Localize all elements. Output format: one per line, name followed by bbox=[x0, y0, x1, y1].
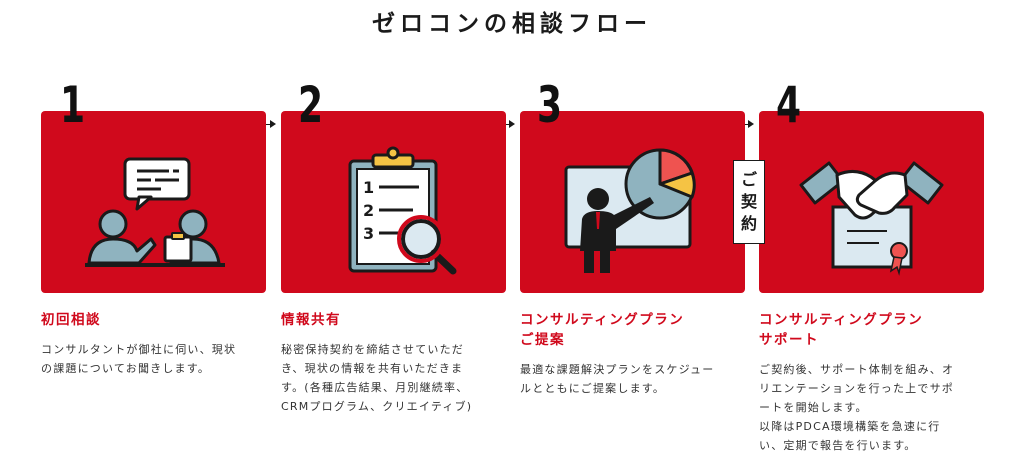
heading-line: サポート bbox=[759, 332, 819, 348]
desc-line: コンサルタントが御社に伺い、現状 bbox=[41, 343, 237, 356]
step-heading-4: コンサルティングプラン サポート bbox=[759, 310, 923, 350]
desc-line: ートを開始します。 bbox=[759, 401, 868, 414]
handshake-certificate-icon bbox=[799, 161, 944, 276]
step-card-1 bbox=[41, 111, 266, 293]
arrow-right-icon bbox=[509, 120, 515, 128]
step-number-4: 4 bbox=[776, 76, 802, 134]
contract-char: ご bbox=[740, 170, 757, 189]
step-number-3: 3 bbox=[537, 76, 563, 134]
desc-line: す。(各種広告結果、月別継続率、 bbox=[281, 381, 469, 394]
desc-line: 秘密保持契約を締結させていただ bbox=[281, 343, 464, 356]
step-heading-3: コンサルティングプラン ご提案 bbox=[520, 310, 684, 350]
svg-text:2: 2 bbox=[363, 201, 374, 220]
step-heading-1: 初回相談 bbox=[41, 310, 101, 330]
clipboard-magnifier-icon: 1 2 3 bbox=[348, 146, 457, 275]
consultation-meeting-icon bbox=[85, 157, 225, 267]
step-description-3: 最適な課題解決プランをスケジュー ルとともにご提案します。 bbox=[520, 360, 750, 398]
desc-line: き、現状の情報を共有いただきま bbox=[281, 362, 464, 375]
heading-line: 初回相談 bbox=[41, 312, 101, 328]
step-number-1: 1 bbox=[60, 76, 86, 134]
step-number-2: 2 bbox=[298, 76, 324, 134]
page-title: ゼロコンの相談フロー bbox=[372, 11, 652, 37]
desc-line: リエンテーションを行った上でサポ bbox=[759, 382, 954, 395]
step-card-2: 1 2 3 bbox=[281, 111, 506, 293]
arrow-right-icon bbox=[270, 120, 276, 128]
desc-line: の課題についてお聞きします。 bbox=[41, 362, 211, 375]
heading-line: コンサルティングプラン bbox=[759, 312, 924, 328]
desc-line: 以降はPDCA環境構築を急速に行 bbox=[759, 420, 941, 433]
step-description-1: コンサルタントが御社に伺い、現状 の課題についてお聞きします。 bbox=[41, 340, 271, 378]
step-card-4 bbox=[759, 111, 984, 293]
desc-line: CRMプログラム、クリエイティブ) bbox=[281, 400, 473, 413]
desc-line: ルとともにご提案します。 bbox=[520, 382, 666, 395]
step-description-2: 秘密保持契約を締結させていただ き、現状の情報を共有いただきま す。(各種広告結… bbox=[281, 340, 511, 416]
desc-line: い、定期で報告を行います。 bbox=[759, 439, 917, 452]
arrow-right-icon bbox=[748, 120, 754, 128]
heading-line: ご提案 bbox=[520, 332, 565, 348]
contract-badge: ご 契 約 bbox=[733, 160, 765, 244]
desc-line: 最適な課題解決プランをスケジュー bbox=[520, 363, 715, 376]
contract-char: 約 bbox=[740, 214, 757, 233]
step-description-4: ご契約後、サポート体制を組み、オ リエンテーションを行った上でサポ ートを開始し… bbox=[759, 360, 989, 455]
svg-text:3: 3 bbox=[363, 224, 374, 243]
step-heading-2: 情報共有 bbox=[281, 310, 341, 330]
presentation-chart-icon bbox=[564, 148, 696, 273]
svg-text:1: 1 bbox=[363, 178, 374, 197]
desc-line: ご契約後、サポート体制を組み、オ bbox=[759, 363, 955, 376]
heading-line: 情報共有 bbox=[281, 312, 341, 328]
step-card-3 bbox=[520, 111, 745, 293]
contract-char: 契 bbox=[740, 192, 757, 211]
heading-line: コンサルティングプラン bbox=[520, 312, 685, 328]
